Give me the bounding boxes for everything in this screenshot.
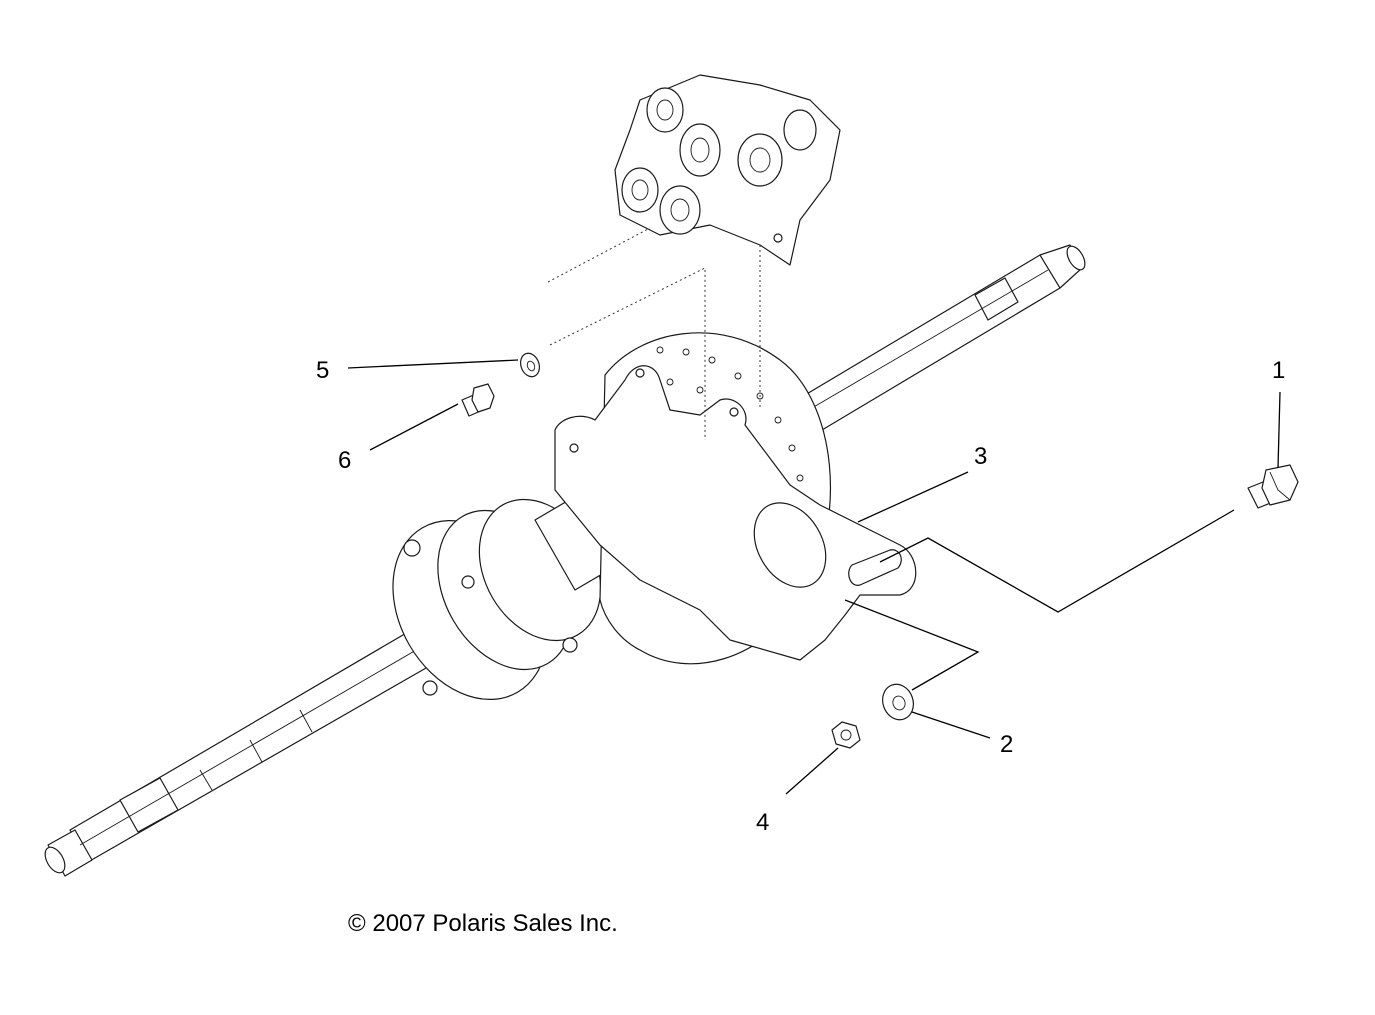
- caliper-bracket: [554, 365, 917, 661]
- alignment-lines: [547, 227, 761, 440]
- bolt-part-6: [461, 383, 495, 417]
- callout-1: 1: [1272, 357, 1285, 384]
- callout-4: 4: [756, 809, 769, 836]
- bolt-part-1: [1247, 464, 1299, 509]
- callout-6: 6: [338, 447, 351, 474]
- callout-3: 3: [974, 443, 987, 470]
- callout-5: 5: [316, 357, 329, 384]
- washer-part-5: [519, 352, 541, 378]
- rear-axle-shaft: [44, 244, 1086, 877]
- washer-part-2: [882, 683, 914, 721]
- brake-caliper: [614, 74, 841, 266]
- leader-lines: [347, 359, 1281, 795]
- copyright-notice: © 2007 Polaris Sales Inc.: [348, 910, 618, 937]
- callout-labels: 1 2 3 4 5 6: [316, 357, 1285, 836]
- nut-part-4: [831, 721, 861, 749]
- callout-2: 2: [1000, 731, 1013, 758]
